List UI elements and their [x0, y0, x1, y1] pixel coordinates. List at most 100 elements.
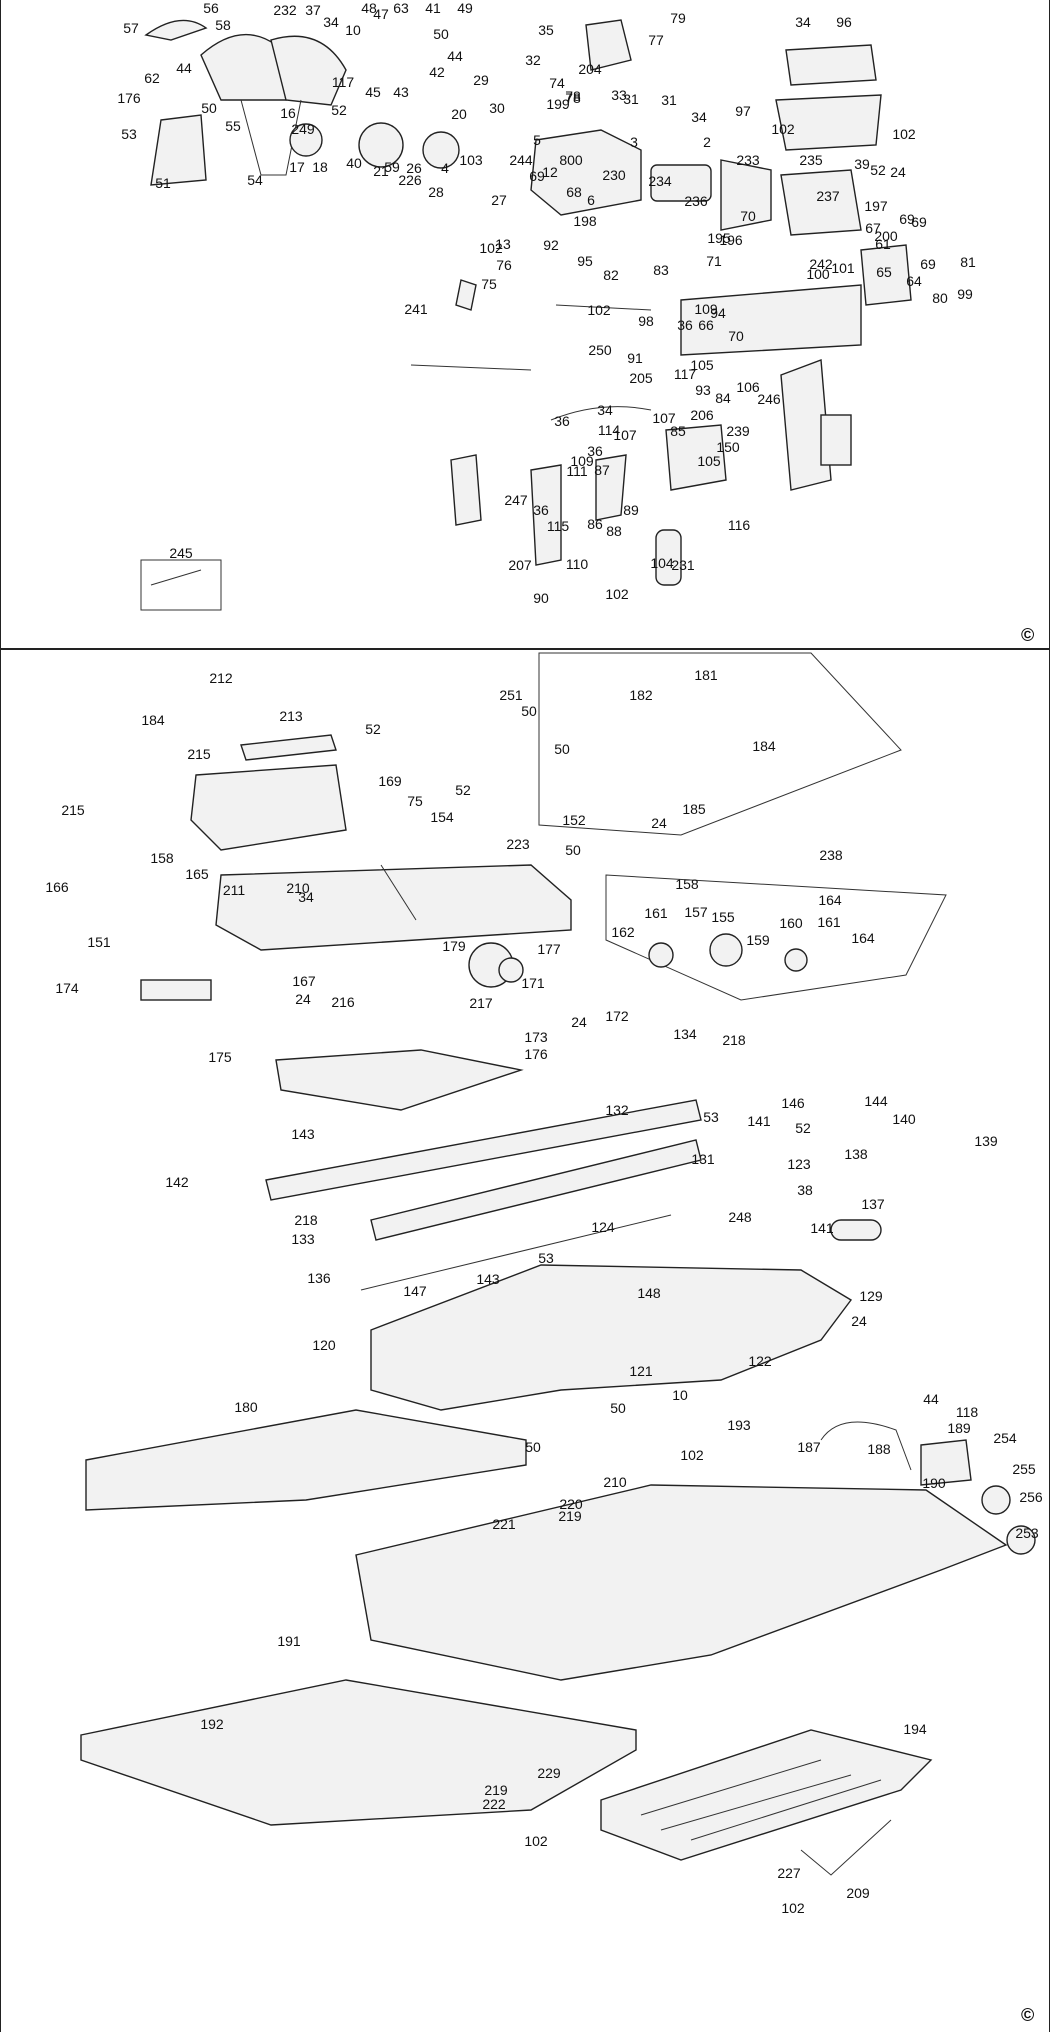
part-number-label: 191: [277, 1633, 301, 1649]
part-number-label: 24: [295, 991, 311, 1007]
part-number-label: 123: [787, 1156, 811, 1172]
part-number-label: 44: [176, 60, 192, 76]
part-number-label: 140: [892, 1111, 916, 1127]
part-number-label: 237: [816, 188, 840, 204]
part-number-label: 12: [542, 164, 558, 180]
pump-body-part: [920, 1439, 972, 1486]
copyright-mark: ©: [1021, 2005, 1035, 2025]
part-number-label: 36: [677, 317, 693, 333]
part-number-label: 24: [851, 1313, 867, 1329]
part-number-label: 62: [144, 70, 160, 86]
rod-part: [360, 1214, 672, 1291]
part-number-label: 256: [1019, 1489, 1043, 1505]
part-number-label: 230: [602, 167, 626, 183]
part-number-label: 17: [289, 159, 305, 175]
part-number-label: 160: [779, 915, 803, 931]
wrench-part: [450, 454, 482, 526]
part-number-label: 102: [892, 126, 916, 142]
rear-guard-part: [270, 35, 347, 106]
part-number-label: 67: [865, 220, 881, 236]
part-number-label: 50: [521, 703, 537, 719]
part-number-label: 217: [469, 995, 493, 1011]
part-number-label: 66: [698, 317, 714, 333]
part-number-label: 83: [653, 262, 669, 278]
part-number-label: 166: [45, 879, 69, 895]
part-number-label: 167: [292, 973, 316, 989]
part-number-label: 6: [587, 192, 595, 208]
part-number-label: 26: [406, 160, 422, 176]
part-number-label: 162: [611, 924, 635, 940]
part-number-label: 147: [403, 1283, 427, 1299]
part-number-label: 206: [690, 407, 714, 423]
part-number-label: 77: [648, 32, 664, 48]
upper-exploded-view-drawing: [140, 19, 912, 611]
extension-table-part: [85, 1409, 527, 1511]
part-number-label: 159: [746, 932, 770, 948]
part-number-label: 171: [521, 975, 545, 991]
part-number-label: 143: [476, 1271, 500, 1287]
part-number-label: 29: [473, 72, 489, 88]
part-number-label: 69: [899, 211, 915, 227]
part-number-label: 232: [273, 2, 297, 18]
frame-part: [370, 1264, 853, 1411]
part-number-label: 210: [286, 880, 310, 896]
part-number-label: 204: [578, 61, 602, 77]
part-number-label: 51: [155, 175, 171, 191]
part-number-label: 235: [799, 152, 823, 168]
part-number-label: 97: [735, 103, 751, 119]
fence-rail-part: [240, 734, 337, 761]
part-number-label: 65: [876, 264, 892, 280]
part-number-label: 236: [684, 193, 708, 209]
part-number-label: 249: [291, 121, 315, 137]
part-number-label: 102: [479, 240, 503, 256]
part-number-label: 53: [121, 126, 137, 142]
part-number-label: 41: [425, 0, 441, 16]
part-number-label: 233: [736, 152, 760, 168]
part-number-label: 88: [606, 523, 622, 539]
part-number-label: 50: [554, 741, 570, 757]
part-number-label: 107: [652, 410, 676, 426]
part-number-label: 218: [722, 1032, 746, 1048]
part-number-label: 5: [533, 132, 541, 148]
part-number-label: 40: [346, 155, 362, 171]
part-number-label: 185: [682, 801, 706, 817]
part-number-label: 143: [291, 1126, 315, 1142]
part-number-label: 215: [61, 802, 85, 818]
part-number-label: 57: [123, 20, 139, 36]
part-number-label: 118: [955, 1404, 979, 1420]
part-number-label: 182: [629, 687, 653, 703]
part-number-label: 210: [603, 1474, 627, 1490]
part-number-label: 50: [525, 1439, 541, 1455]
part-number-label: 151: [87, 934, 111, 950]
part-number-label: 190: [922, 1475, 946, 1491]
part-number-label: 205: [629, 370, 653, 386]
part-number-label: 55: [225, 118, 241, 134]
part-number-label: 75: [407, 793, 423, 809]
copyright-mark: ©: [1021, 625, 1035, 645]
part-number-label: 94: [710, 305, 726, 321]
part-number-label: 59: [384, 159, 400, 175]
part-number-label: 21: [373, 163, 389, 179]
side-table-part: [80, 1679, 637, 1826]
part-number-label: 10: [345, 22, 361, 38]
part-number-label: 91: [627, 350, 643, 366]
part-number-label: 13: [495, 236, 511, 252]
part-number-label: 221: [492, 1516, 516, 1532]
part-number-label: 4: [441, 160, 449, 176]
part-number-label: 69: [529, 168, 545, 184]
armature-part: [650, 164, 712, 202]
part-number-label: 101: [831, 260, 855, 276]
switch-plate-part: [595, 454, 627, 521]
part-number-label: 187: [797, 1439, 821, 1455]
part-number-label: 69: [920, 256, 936, 272]
part-number-label: 155: [711, 909, 735, 925]
part-number-label: 64: [906, 273, 922, 289]
label-plate-part: [820, 414, 852, 466]
part-number-label: 76: [496, 257, 512, 273]
part-number-label: 86: [587, 516, 603, 532]
part-number-label: 24: [651, 815, 667, 831]
part-number-label: 181: [694, 667, 718, 683]
water-pump-part: [655, 529, 682, 586]
part-number-label: 196: [719, 232, 743, 248]
part-number-label: 95: [577, 253, 593, 269]
